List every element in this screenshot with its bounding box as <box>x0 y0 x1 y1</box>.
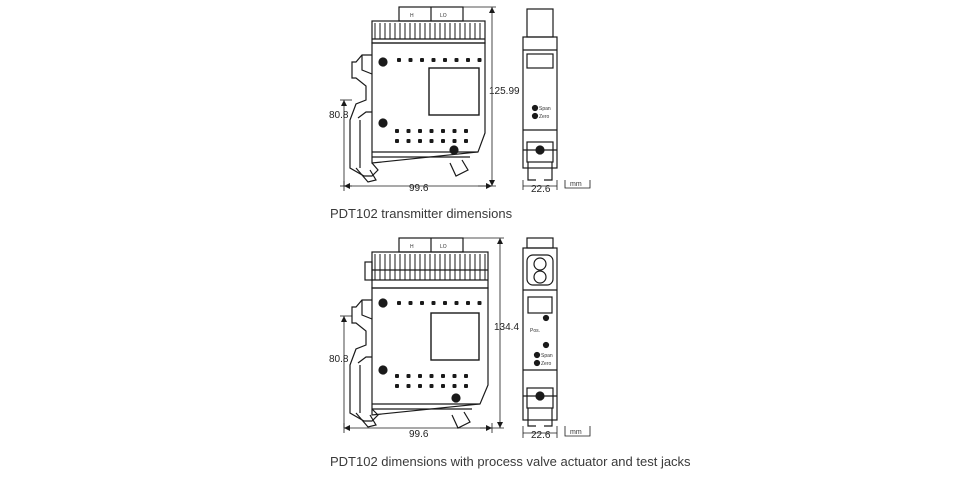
terminal-screw-dot <box>397 58 401 62</box>
terminal-screw-dot <box>395 384 399 388</box>
terminal-screw-dot <box>443 58 447 62</box>
display-window-1 <box>428 67 480 116</box>
terminal-screw-dot <box>406 129 411 133</box>
terminal-screw-dot <box>452 139 457 143</box>
terminal-screw-dot <box>429 129 434 133</box>
height-label-2: 134.4 <box>494 322 519 333</box>
side-view-2 <box>522 237 558 427</box>
terminal-screw-dot <box>418 129 422 133</box>
terminal-screw-dot <box>431 301 436 305</box>
terminal-screw-dot <box>443 301 447 305</box>
terminal-screw-dot <box>464 139 468 143</box>
terminal-screw-dot <box>466 301 470 305</box>
din-height-label-2: 80.8 <box>329 354 349 365</box>
width-label-2: 99.6 <box>409 429 429 440</box>
terminal-screw-dot <box>452 374 457 378</box>
side-view-1 <box>522 8 558 181</box>
terminal-label-lo-1: LO <box>440 13 447 19</box>
side-width-label-2: 22.6 <box>531 430 551 441</box>
terminal-strip-1 <box>371 20 486 44</box>
labels-diagram-2: H LO 134.4 80.8 99.6 22.6 mm Span Zero P… <box>329 244 582 441</box>
side-width-label-1: 22.6 <box>531 184 551 195</box>
terminal-screw-dot <box>431 58 436 62</box>
caption-diagram-2: PDT102 dimensions with process valve act… <box>330 454 691 469</box>
terminal-screw-dot <box>454 301 459 305</box>
width-label-1: 99.6 <box>409 183 429 194</box>
terminal-screw-dot <box>464 129 468 133</box>
terminal-screw-dot <box>452 129 457 133</box>
terminal-screw-dot <box>408 58 413 62</box>
terminal-screw-dot <box>408 301 413 305</box>
terminal-screw-dot <box>441 139 445 143</box>
terminal-screw-dot <box>441 384 445 388</box>
terminal-screw-dot <box>395 129 399 133</box>
din-clip-1 <box>349 54 379 177</box>
dimension-lines-1 <box>340 6 496 191</box>
zero-label-1: Zero <box>539 114 550 120</box>
terminal-screw-dot <box>477 58 482 62</box>
mount-screw-1c <box>449 145 459 155</box>
terminal-screw-dot <box>452 384 457 388</box>
terminal-label-hi-1: H <box>410 13 414 19</box>
pos-label-2: Pos. <box>530 328 540 334</box>
span-label-2: Span <box>541 353 553 359</box>
terminal-screw-dot <box>406 139 411 143</box>
labels-diagram-1: H LO 125.99 80.8 99.6 22.6 mm Span Zero <box>329 13 582 195</box>
height-label-1: 125.99 <box>489 86 520 97</box>
terminal-screw-dot <box>441 129 445 133</box>
terminal-screw-dot <box>420 58 424 62</box>
terminal-screw-dot <box>464 384 468 388</box>
housing-body-1 <box>371 42 486 164</box>
terminal-label-hi-2: H <box>410 244 414 250</box>
din-height-label-1: 80.8 <box>329 110 349 121</box>
unit-label-2: mm <box>570 429 582 436</box>
caption-diagram-1: PDT102 transmitter dimensions <box>330 206 513 221</box>
front-view-2 <box>349 237 489 429</box>
terminal-screw-dot <box>420 301 424 305</box>
terminal-screw-dot <box>429 374 434 378</box>
terminal-screw-dot <box>406 374 411 378</box>
front-view-1 <box>349 6 486 183</box>
terminal-screw-dot <box>418 374 422 378</box>
terminal-screw-dot <box>418 384 422 388</box>
terminal-screw-dot <box>441 374 445 378</box>
span-label-1: Span <box>539 106 551 112</box>
terminal-label-lo-2: LO <box>440 244 447 250</box>
terminal-screw-dot <box>454 58 459 62</box>
display-window-2 <box>430 312 480 361</box>
terminal-screw-dot <box>429 384 434 388</box>
terminal-screw-dot <box>406 384 411 388</box>
terminal-screw-dot <box>429 139 434 143</box>
terminal-screw-dot <box>464 374 468 378</box>
zero-label-2: Zero <box>541 361 552 367</box>
mount-screw-1b <box>378 118 388 128</box>
terminal-screw-dot <box>395 139 399 143</box>
terminal-screw-dot <box>397 301 401 305</box>
unit-label-1: mm <box>570 181 582 188</box>
terminal-screw-dot <box>477 301 482 305</box>
mount-screw-1a <box>378 57 388 67</box>
terminal-screw-dot <box>466 58 470 62</box>
housing-body-2 <box>371 287 489 416</box>
terminal-screw-dot <box>395 374 399 378</box>
terminal-screw-dot <box>418 139 422 143</box>
